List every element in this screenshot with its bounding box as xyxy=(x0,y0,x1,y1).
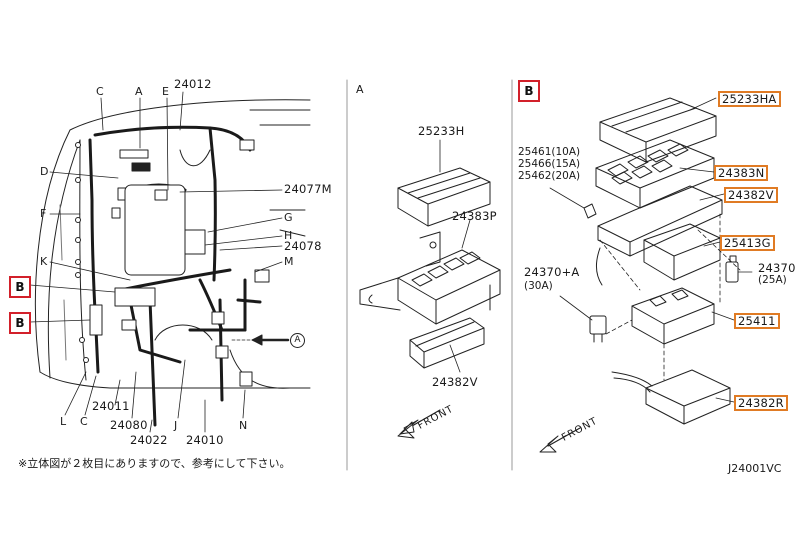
detail-b-dashed-guides xyxy=(599,213,741,381)
harness-connectors xyxy=(75,139,270,387)
fusible-link-24370-amp: (25A) xyxy=(758,274,787,286)
callout-k: K xyxy=(40,255,48,268)
front-arrow-to-detail-a xyxy=(231,334,290,346)
detail-b-fuse-link-30a xyxy=(589,315,607,343)
callout-f: F xyxy=(40,207,47,220)
part-24382v-b: 24382V xyxy=(724,187,778,203)
fusible-link-24370a: 24370+A xyxy=(524,265,580,279)
detail-b-leaders xyxy=(549,97,753,403)
detail-a-fuse-block xyxy=(359,231,501,325)
detail-b-tray xyxy=(596,185,723,286)
callout-n: N xyxy=(239,419,248,432)
part-24382v-a: 24382V xyxy=(432,375,478,389)
footer-note: ※立体図が２枚目にありますので、参考にして下さい。 xyxy=(18,457,291,470)
detail-a-fuse-cover xyxy=(397,167,491,227)
detail-b-title: B xyxy=(518,80,540,102)
callout-l: L xyxy=(60,415,67,428)
detail-b-fuse-cover xyxy=(599,97,717,163)
part-25413g: 25413G xyxy=(720,235,775,251)
left-leader-lines xyxy=(29,91,283,433)
detail-a-leaders xyxy=(439,139,471,373)
detail-b-holder xyxy=(631,287,715,345)
part-24010: 24010 xyxy=(186,433,224,447)
callout-j: J xyxy=(174,419,178,432)
part-24022: 24022 xyxy=(130,433,168,447)
detail-a-reference: A xyxy=(290,333,305,348)
detail-b-fuse-small xyxy=(583,203,597,219)
detail-b-front-arrow xyxy=(539,427,581,453)
detail-b-fuse-link-25a xyxy=(725,255,739,283)
part-24078: 24078 xyxy=(284,239,322,253)
part-24012: 24012 xyxy=(174,77,212,91)
callout-c-bottom: C xyxy=(80,415,88,428)
fuse-25461-10a: 25461(10A) xyxy=(518,146,581,158)
detail-b-lower-cover xyxy=(611,369,731,425)
callout-h: H xyxy=(284,229,293,242)
detail-a-title: A xyxy=(356,83,364,96)
callout-g: G xyxy=(284,211,293,224)
part-24382r: 24382R xyxy=(734,395,788,411)
detail-a-front-arrow xyxy=(397,409,441,439)
fusible-link-24370: 24370 xyxy=(758,261,796,275)
detail-b-fuse-block xyxy=(595,139,715,209)
fuse-25466-15a: 25466(15A) xyxy=(518,158,581,170)
part-25233ha: 25233HA xyxy=(718,91,781,107)
fusible-link-24370a-amp: (30A) xyxy=(524,280,553,292)
section-b-marker-upper: B xyxy=(9,276,31,298)
part-24383n: 24383N xyxy=(714,165,769,181)
part-24383p: 24383P xyxy=(452,209,497,223)
callout-d: D xyxy=(40,165,49,178)
part-24080: 24080 xyxy=(110,418,148,432)
callout-a-top: A xyxy=(135,85,143,98)
section-b-marker-lower: B xyxy=(9,312,31,334)
part-25411: 25411 xyxy=(734,313,780,329)
fuse-25462-20a: 25462(20A) xyxy=(518,170,581,182)
part-25233h: 25233H xyxy=(418,124,465,138)
part-24011: 24011 xyxy=(92,399,130,413)
callout-c-top: C xyxy=(96,85,104,98)
callout-e-top: E xyxy=(162,85,169,98)
harness-wiring xyxy=(88,125,262,427)
part-24077m: 24077M xyxy=(284,182,332,196)
diagram-code: J24001VC xyxy=(728,462,782,475)
callout-m: M xyxy=(284,255,294,268)
detail-a-lower-cover xyxy=(409,317,485,369)
